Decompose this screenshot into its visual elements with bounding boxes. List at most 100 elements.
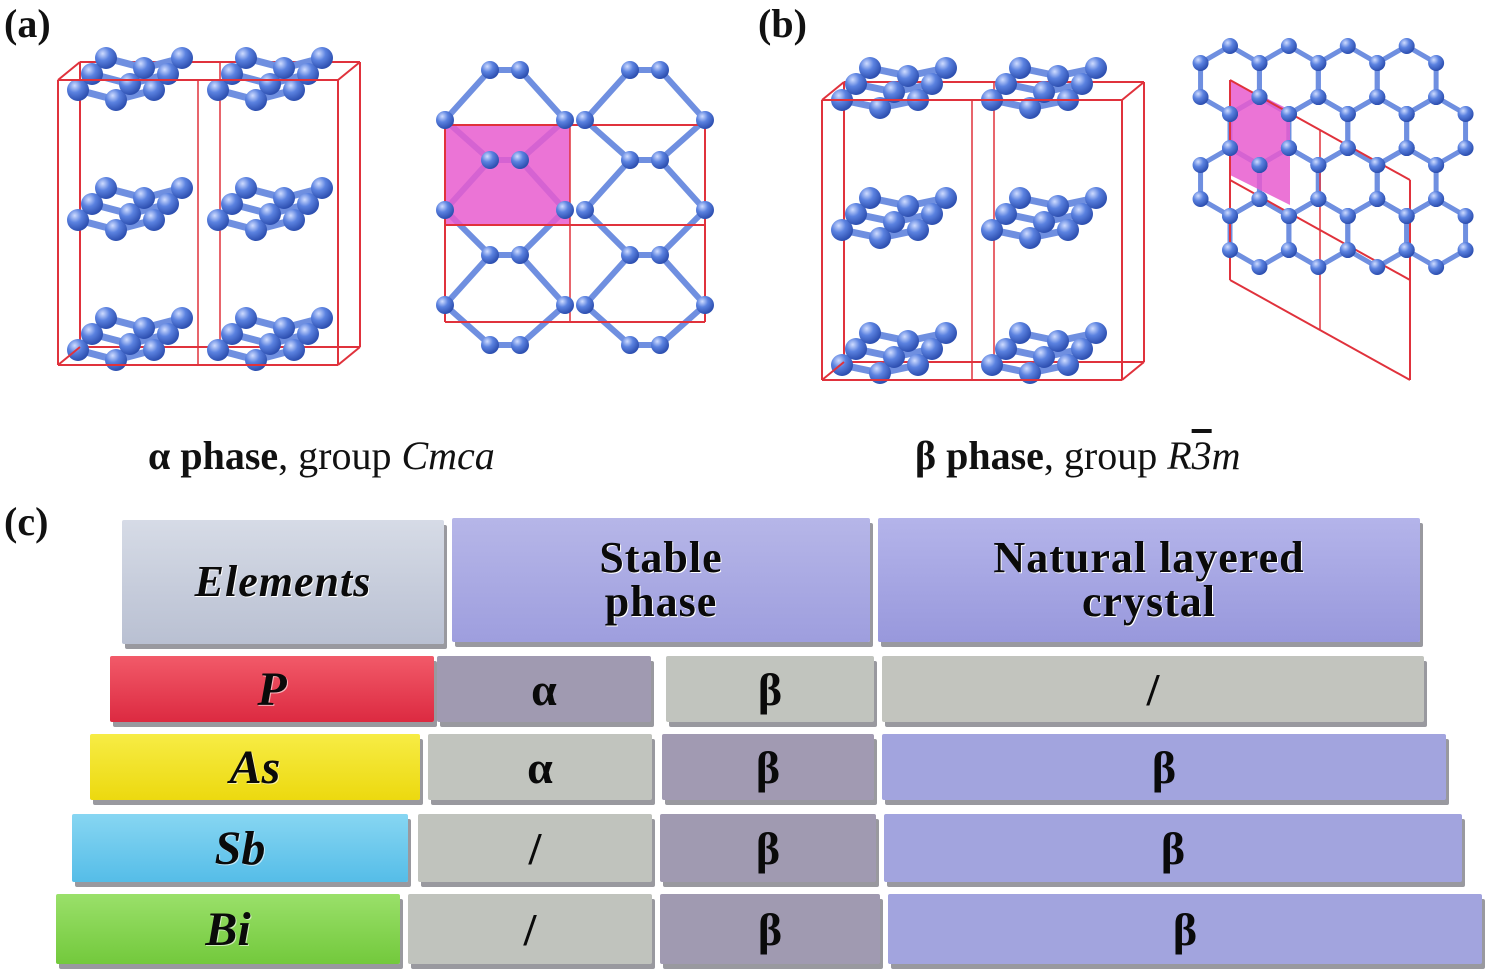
p-natural: / <box>882 656 1424 722</box>
atom <box>883 81 905 103</box>
unit-cell-highlight <box>445 125 570 225</box>
bi-natural: β <box>888 894 1482 964</box>
atom <box>621 61 639 79</box>
atom <box>935 57 957 79</box>
atom <box>556 201 574 219</box>
bond <box>657 67 708 123</box>
beta-phase-caption: β phase, group R3m <box>915 432 1241 479</box>
atom <box>105 89 127 111</box>
atom <box>1251 55 1268 71</box>
cell-edge <box>57 346 81 366</box>
atom <box>95 307 117 329</box>
atom <box>481 246 499 264</box>
cell-edge <box>1121 81 1145 101</box>
atom <box>171 177 193 199</box>
atom <box>935 322 957 344</box>
atom <box>1310 157 1327 173</box>
atom <box>67 339 89 361</box>
atom <box>119 333 141 355</box>
atom <box>1033 81 1055 103</box>
atom <box>297 323 319 345</box>
atom <box>621 246 639 264</box>
bond <box>442 302 493 348</box>
cell-edge <box>337 346 361 366</box>
atom <box>1192 89 1209 105</box>
atom <box>1251 89 1268 105</box>
as-natural: β <box>882 734 1446 800</box>
bond <box>582 302 633 348</box>
atom <box>67 209 89 231</box>
atom <box>1071 73 1093 95</box>
atom <box>171 307 193 329</box>
atom <box>696 296 714 314</box>
panel-c-label: (c) <box>4 499 49 544</box>
atom <box>1398 242 1415 258</box>
atom <box>651 61 669 79</box>
caption-group-word-a: , group <box>278 433 402 478</box>
atom <box>1339 38 1356 54</box>
atom <box>283 339 305 361</box>
cell-edge <box>337 61 361 81</box>
atom <box>576 296 594 314</box>
atom <box>1057 354 1079 376</box>
atom <box>1280 106 1297 122</box>
atom <box>1310 89 1327 105</box>
atom <box>845 203 867 225</box>
atom <box>119 203 141 225</box>
atom <box>245 89 267 111</box>
p-alpha: α <box>437 656 651 722</box>
atom <box>907 219 929 241</box>
atom <box>995 203 1017 225</box>
atom <box>1047 330 1069 352</box>
atom <box>511 151 529 169</box>
atom <box>897 65 919 87</box>
atom <box>696 111 714 129</box>
atom <box>859 322 881 344</box>
atom <box>621 151 639 169</box>
atom <box>1251 191 1268 207</box>
bond <box>442 252 493 308</box>
atom <box>1457 208 1474 224</box>
atom <box>883 211 905 233</box>
atom <box>119 73 141 95</box>
bond <box>582 67 633 123</box>
beta-phase-name: β phase <box>915 433 1044 478</box>
atom <box>235 47 257 69</box>
atom <box>859 57 881 79</box>
element-p: P <box>110 656 434 722</box>
atom <box>511 336 529 354</box>
atom <box>869 362 891 384</box>
atom <box>311 47 333 69</box>
atom <box>897 330 919 352</box>
atom <box>133 187 155 209</box>
atom <box>207 209 229 231</box>
atom <box>921 338 943 360</box>
atom <box>831 354 853 376</box>
atom <box>1369 259 1386 275</box>
atom <box>1310 191 1327 207</box>
atom <box>1457 140 1474 156</box>
atom <box>1009 57 1031 79</box>
atom <box>143 79 165 101</box>
unit-cell-highlight <box>1230 80 1290 205</box>
bond <box>517 252 568 308</box>
atom <box>1280 208 1297 224</box>
atom <box>897 195 919 217</box>
atom <box>1222 242 1238 258</box>
bi-beta: β <box>660 894 880 964</box>
bond <box>582 157 633 213</box>
atom <box>1192 55 1209 71</box>
atom <box>511 61 529 79</box>
panel-a-label: (a) <box>4 1 51 46</box>
atom <box>481 61 499 79</box>
element-bi: Bi <box>56 894 400 964</box>
atom <box>436 296 454 314</box>
atom <box>481 151 499 169</box>
atom <box>1398 106 1415 122</box>
bond <box>657 157 708 213</box>
atom <box>1222 106 1238 122</box>
atom <box>235 177 257 199</box>
atom <box>1222 140 1238 156</box>
atom <box>1428 191 1445 207</box>
atom <box>1192 191 1209 207</box>
